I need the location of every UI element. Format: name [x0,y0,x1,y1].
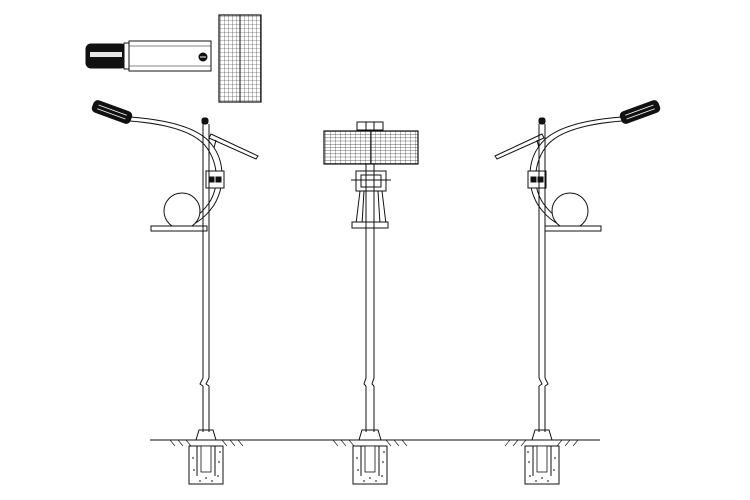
right-arm [529,116,623,231]
right-pole-cap [538,117,546,125]
right-elevation [494,100,661,485]
left-bracket [150,225,208,232]
top-view [85,14,262,103]
right-globe-lamp [551,192,589,230]
left-battery-box [205,170,225,189]
left-lamp-head [91,100,133,124]
top-view-lamp-highlight [90,52,122,57]
right-battery-box [527,170,547,189]
right-foundation [504,439,579,485]
front-bracket-arms [355,190,387,225]
right-solar-panel-edge [494,133,545,160]
left-globe-lamp [163,192,201,230]
front-foundation [332,439,408,485]
left-foundation [169,439,244,485]
left-pole-cap [201,117,209,125]
right-bracket [544,225,602,232]
left-elevation [91,100,259,485]
right-lamp-head [619,100,661,124]
front-base-plate [358,429,382,441]
front-panel-mount-top [356,121,384,131]
front-elevation [323,121,419,485]
right-base-plate [531,429,553,441]
left-solar-panel-edge [208,133,259,160]
left-base-plate [195,429,217,441]
top-view-lamp-clamp [123,42,130,70]
left-arm [129,116,223,231]
